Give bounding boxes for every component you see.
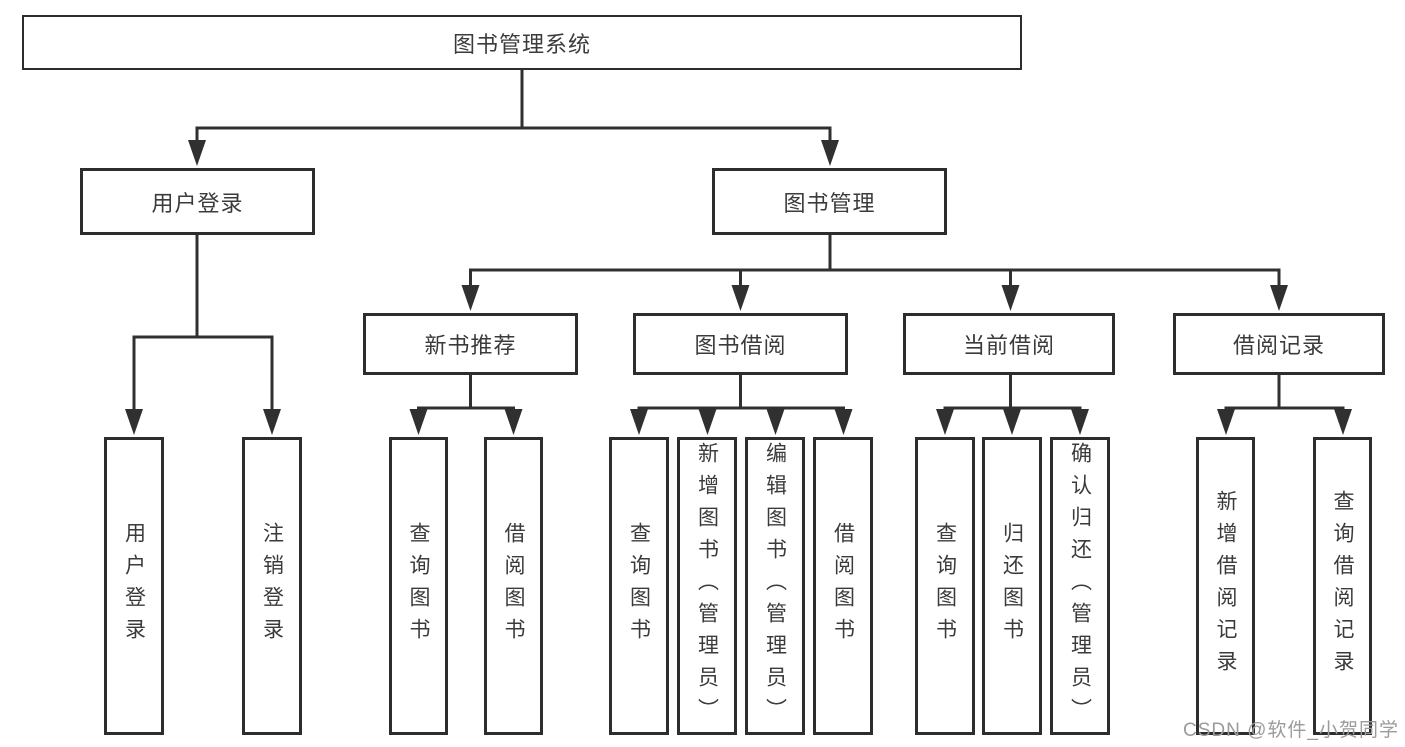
node-borrowing-records: 借阅记录 xyxy=(1173,313,1385,375)
node-user-login-label: 用户登录 xyxy=(151,190,244,216)
leaf-query-borrow-record-label: 查询借阅记录 xyxy=(1331,490,1355,682)
leaf-confirm-return-admin-label: 确认归还（管理员） xyxy=(1068,442,1092,730)
leaf-logout-label: 注销登录 xyxy=(260,522,284,650)
leaf-add-book-admin: 新增图书（管理员） xyxy=(677,437,737,735)
node-new-book-recommendation-label: 新书推荐 xyxy=(424,333,517,358)
leaf-logout: 注销登录 xyxy=(242,437,302,735)
leaf-query-borrow-record: 查询借阅记录 xyxy=(1313,437,1372,735)
leaf-add-book-admin-label: 新增图书（管理员） xyxy=(695,442,719,730)
leaf-borrow-books-borrowing-label: 借阅图书 xyxy=(831,522,855,650)
node-borrowing-records-label: 借阅记录 xyxy=(1232,333,1325,358)
leaf-borrow-books-recommend: 借阅图书 xyxy=(484,437,543,735)
leaf-user-login: 用户登录 xyxy=(104,437,164,735)
leaf-borrow-books-recommend-label: 借阅图书 xyxy=(502,522,526,650)
leaf-return-book-label: 归还图书 xyxy=(1000,522,1024,650)
leaf-confirm-return-admin: 确认归还（管理员） xyxy=(1050,437,1110,735)
leaf-query-books-current: 查询图书 xyxy=(915,437,975,735)
leaf-query-books-borrowing-label: 查询图书 xyxy=(627,522,651,650)
leaf-query-books-borrowing: 查询图书 xyxy=(609,437,669,735)
node-current-borrowing: 当前借阅 xyxy=(903,313,1115,375)
leaf-borrow-books-borrowing: 借阅图书 xyxy=(813,437,873,735)
node-library-system: 图书管理系统 xyxy=(22,15,1022,70)
leaf-query-books-recommend-label: 查询图书 xyxy=(407,522,431,650)
leaf-edit-book-admin: 编辑图书（管理员） xyxy=(745,437,805,735)
node-current-borrowing-label: 当前借阅 xyxy=(962,333,1055,358)
leaf-query-books-current-label: 查询图书 xyxy=(933,522,957,650)
node-book-borrowing-label: 图书借阅 xyxy=(694,333,787,358)
leaf-return-book: 归还图书 xyxy=(982,437,1042,735)
leaf-user-login-label: 用户登录 xyxy=(122,522,146,650)
leaf-query-books-recommend: 查询图书 xyxy=(389,437,448,735)
node-new-book-recommendation: 新书推荐 xyxy=(363,313,578,375)
node-user-login: 用户登录 xyxy=(80,168,315,235)
leaf-add-borrow-record: 新增借阅记录 xyxy=(1196,437,1255,735)
node-book-management-label: 图书管理 xyxy=(783,190,876,216)
node-book-borrowing: 图书借阅 xyxy=(633,313,848,375)
node-book-management: 图书管理 xyxy=(712,168,947,235)
leaf-add-borrow-record-label: 新增借阅记录 xyxy=(1214,490,1238,682)
csdn-watermark: CSDN @软件_小贺同学 xyxy=(1183,720,1399,741)
leaf-edit-book-admin-label: 编辑图书（管理员） xyxy=(763,442,787,730)
node-library-system-label: 图书管理系统 xyxy=(452,31,591,57)
